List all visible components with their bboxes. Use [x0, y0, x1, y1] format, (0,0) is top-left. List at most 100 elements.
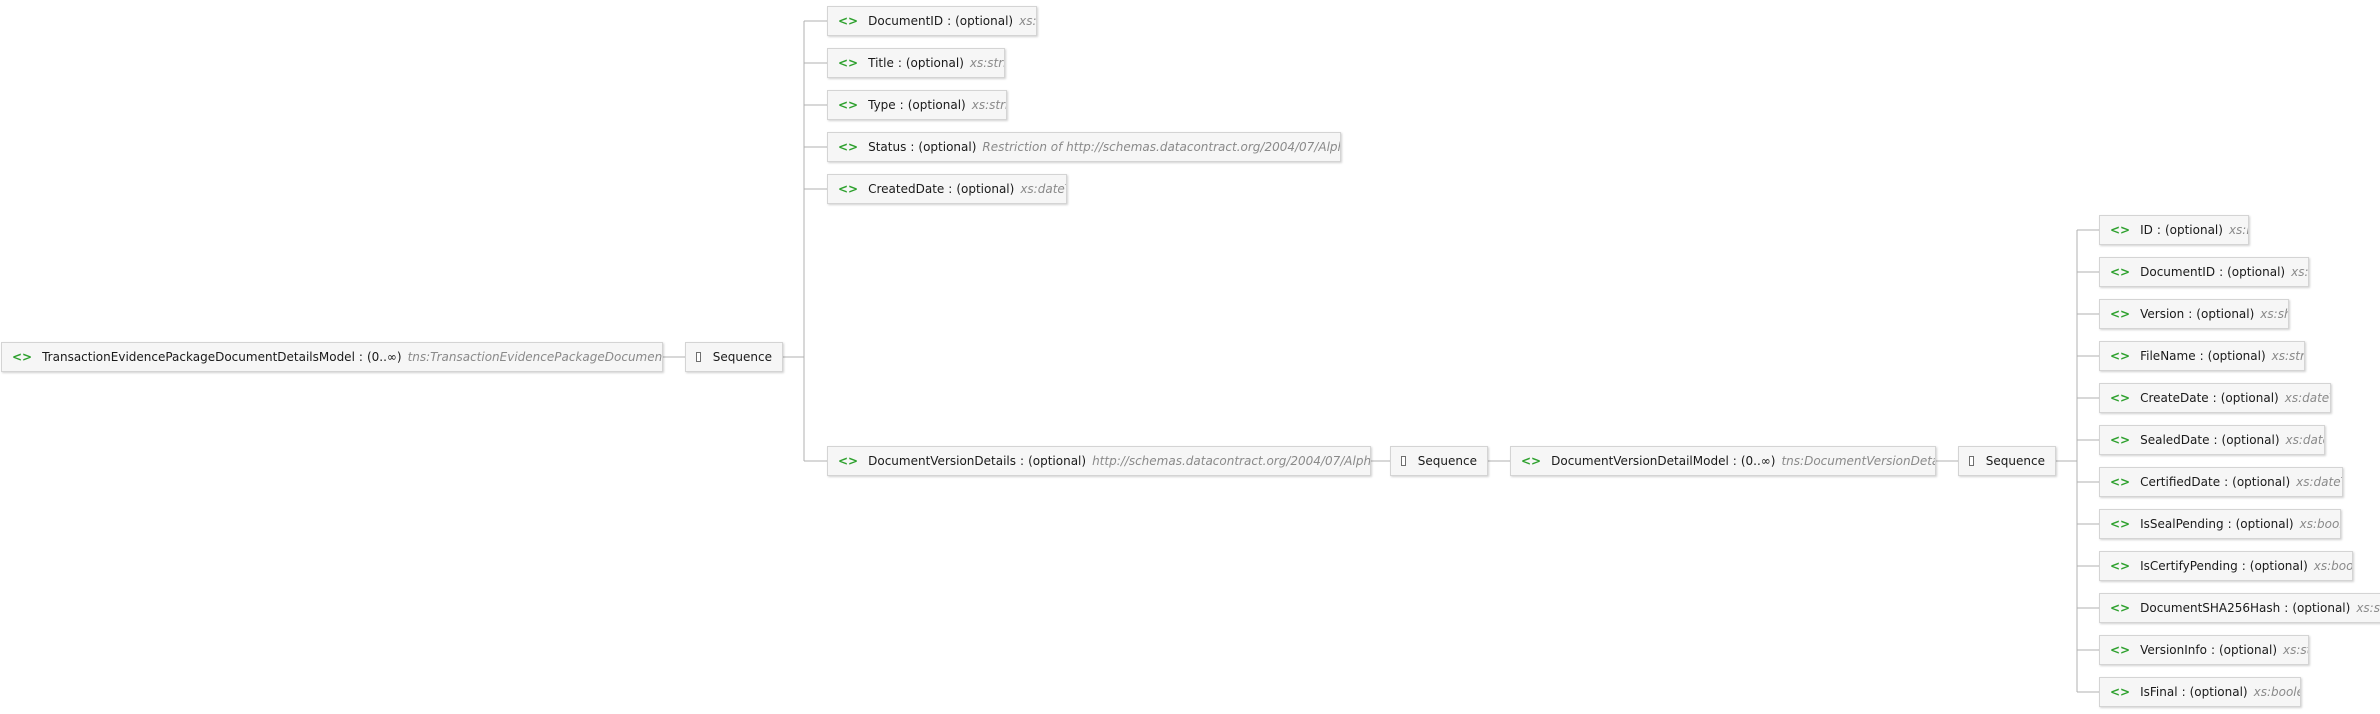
sequence-node-version-model[interactable]: Sequence	[1958, 446, 2056, 476]
element-type: xs:string	[2356, 601, 2380, 615]
element-separator: :	[948, 182, 953, 196]
element-type: xs:dateTime	[1020, 182, 1066, 196]
element-type: xs:string	[2271, 349, 2305, 363]
element-name: IsSealPending	[2140, 517, 2224, 531]
element-occurrence: (optional)	[918, 140, 977, 154]
element-occurrence: (optional)	[2221, 433, 2280, 447]
element-separator: :	[2213, 433, 2218, 447]
element-type: xs:boolean	[2313, 559, 2353, 573]
element-icon: <>	[1521, 454, 1542, 468]
element-type: xs:dateTime	[2296, 475, 2342, 489]
element-node-l1-created-date[interactable]: <> CreatedDate:(optional) xs:dateTime	[827, 174, 1067, 204]
element-type: xs:int	[2228, 223, 2248, 237]
element-node-root[interactable]: <> TransactionEvidencePackageDocumentDeta…	[1, 342, 663, 372]
element-icon: <>	[2110, 349, 2131, 363]
element-node-l1-status[interactable]: <> Status:(optional) Restriction of http:/…	[827, 132, 1341, 162]
sequence-label: Sequence	[1985, 454, 2045, 468]
element-node-l2-version[interactable]: <> Version:(optional) xs:short	[2099, 299, 2289, 329]
element-icon: <>	[2110, 517, 2131, 531]
element-type: xs:boolean	[2253, 685, 2300, 699]
element-node-version-model[interactable]: <>DocumentVersionDetailModel:(0..∞)tns:D…	[1510, 446, 1936, 476]
element-icon: <>	[12, 350, 33, 364]
sequence-label: Sequence	[1417, 454, 1477, 468]
element-icon: <>	[838, 14, 859, 28]
element-type: xs:string	[969, 56, 1004, 70]
element-occurrence: (optional)	[2219, 643, 2277, 657]
element-occurrence: (optional)	[2207, 349, 2266, 363]
element-separator: :	[899, 98, 904, 112]
element-node-l2-create-date[interactable]: <>CreateDate:(optional)xs:dateTime	[2099, 383, 2331, 413]
element-node-l2-document-id[interactable]: <>DocumentID:(optional)xs:int	[2099, 257, 2309, 287]
element-node-l2-file-name[interactable]: <>FileName:(optional)xs:string	[2099, 341, 2305, 371]
element-node-l2-id[interactable]: <>ID:(optional)xs:int	[2099, 215, 2249, 245]
element-icon: <>	[838, 98, 859, 112]
element-icon: <>	[838, 182, 859, 196]
element-name: DocumentID	[868, 14, 944, 28]
element-icon: <>	[2110, 307, 2131, 321]
element-icon: <>	[2110, 601, 2131, 615]
element-icon: <>	[2110, 559, 2131, 573]
element-name: VersionInfo	[2140, 643, 2207, 657]
element-occurrence: (optional)	[907, 98, 966, 112]
element-icon: <>	[2110, 685, 2131, 699]
element-occurrence: (optional)	[956, 182, 1015, 196]
element-node-l2-is-final[interactable]: <>IsFinal:(optional)xs:boolean	[2099, 677, 2301, 707]
element-occurrence: (optional)	[2292, 601, 2351, 615]
element-node-l2-is-certify-pending[interactable]: <>IsCertifyPending:(optional)xs:boolean	[2099, 551, 2353, 581]
element-name: Status	[868, 140, 907, 154]
sequence-node-version-details[interactable]: Sequence	[1390, 446, 1488, 476]
element-type: http://schemas.datacontract.org/2004/07/…	[1092, 454, 1371, 468]
element-separator: :	[2219, 265, 2224, 279]
element-occurrence: (optional)	[905, 56, 964, 70]
element-separator: :	[2156, 223, 2161, 237]
element-occurrence: (optional)	[2196, 307, 2255, 321]
element-node-l2-is-seal-pending[interactable]: <>IsSealPending:(optional)xs:boolean	[2099, 509, 2341, 539]
element-name: FileName	[2140, 349, 2196, 363]
element-icon: <>	[2110, 391, 2131, 405]
element-name: IsFinal	[2140, 685, 2178, 699]
sequence-node-root[interactable]: Sequence	[685, 342, 783, 372]
element-name: DocumentID	[2140, 265, 2216, 279]
element-occurrence: (optional)	[2227, 265, 2286, 279]
element-icon: <>	[838, 56, 859, 70]
element-type: xs:short	[2260, 307, 2288, 321]
element-node-l2-sealed-date[interactable]: <> SealedDate:(optional) xs:dateTime	[2099, 425, 2325, 455]
element-occurrence: (0..∞)	[1740, 454, 1776, 468]
element-name: DocumentVersionDetailModel	[1551, 454, 1729, 468]
element-separator: :	[1732, 454, 1737, 468]
element-node-l2-document-sha256-hash[interactable]: <>DocumentSHA256Hash:(optional)xs:string	[2099, 593, 2380, 623]
element-node-l1-document-id[interactable]: <>DocumentID:(optional)xs:int	[827, 6, 1037, 36]
element-separator: :	[910, 140, 915, 154]
element-type: xs:dateTime	[2284, 391, 2330, 405]
element-name: TransactionEvidencePackageDocumentDetail…	[42, 350, 355, 364]
element-icon: <>	[838, 140, 859, 154]
element-icon: <>	[2110, 223, 2131, 237]
element-name: Type	[868, 98, 896, 112]
element-node-l2-certified-date[interactable]: <>CertifiedDate:(optional)xs:dateTime	[2099, 467, 2343, 497]
element-occurrence: (optional)	[2220, 391, 2279, 405]
element-name: SealedDate	[2140, 433, 2210, 447]
element-node-l1-type[interactable]: <>Type:(optional)xs:string	[827, 90, 1007, 120]
element-occurrence: (optional)	[955, 14, 1014, 28]
element-type: xs:dateTime	[2285, 433, 2324, 447]
element-name: CreatedDate	[868, 182, 945, 196]
sequence-icon	[1401, 456, 1406, 466]
element-type: xs:boolean	[2299, 517, 2340, 531]
element-separator: :	[2212, 391, 2217, 405]
element-separator: :	[2188, 307, 2193, 321]
sequence-icon	[696, 352, 701, 362]
element-occurrence: (optional)	[2235, 517, 2294, 531]
element-name: IsCertifyPending	[2140, 559, 2238, 573]
element-icon: <>	[2110, 433, 2131, 447]
element-node-l1-title[interactable]: <>Title:(optional)xs:string	[827, 48, 1005, 78]
element-type: xs:int	[1019, 14, 1037, 28]
element-occurrence: (optional)	[1028, 454, 1087, 468]
element-name: Version	[2140, 307, 2185, 321]
element-node-l2-version-info[interactable]: <>VersionInfo:(optional)xs:string	[2099, 635, 2309, 665]
element-separator: :	[358, 350, 363, 364]
element-icon: <>	[2110, 265, 2131, 279]
element-separator: :	[2210, 643, 2215, 657]
element-node-l1-document-version-details[interactable]: <>DocumentVersionDetails:(optional)http:…	[827, 446, 1371, 476]
element-type: Restriction of http://schemas.datacontra…	[982, 140, 1340, 154]
